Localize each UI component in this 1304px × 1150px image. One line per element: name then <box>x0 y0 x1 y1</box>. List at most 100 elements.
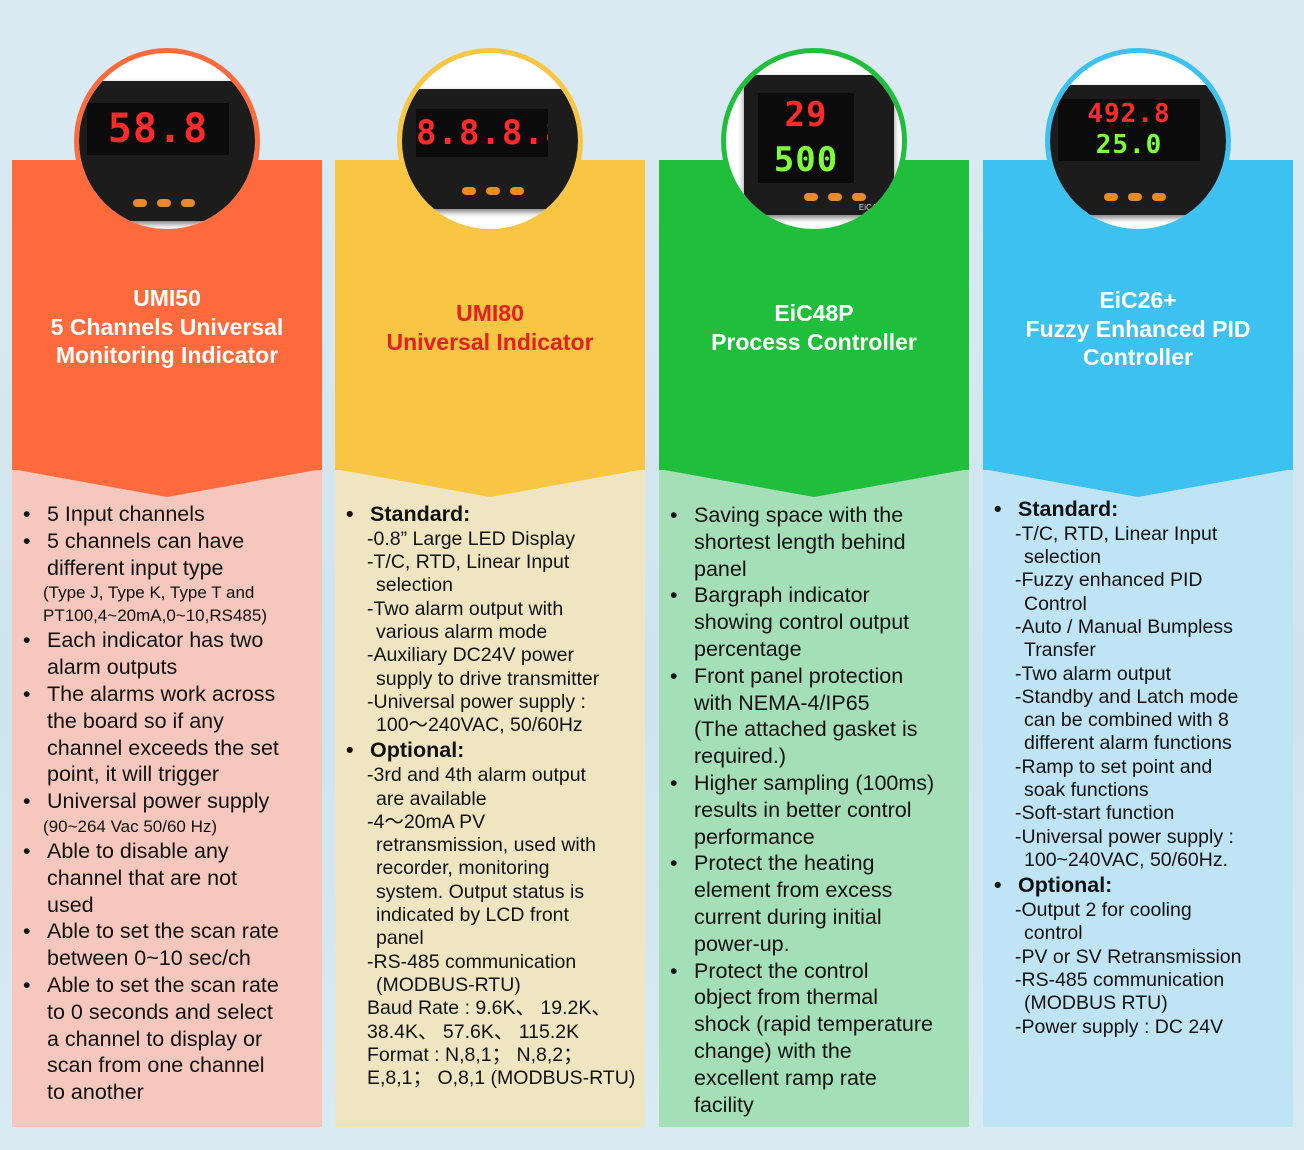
feature-item: •Optional: <box>335 737 645 764</box>
bullet-icon: • <box>670 770 678 795</box>
card-body <box>335 470 645 1127</box>
device-button <box>157 199 171 207</box>
feature-text: Baud Rate : 9.6K、 19.2K、 <box>367 997 611 1020</box>
feature-text: -3rd and 4th alarm output <box>367 764 586 787</box>
feature-text: Each indicator has two <box>47 628 264 653</box>
display-value: 8.8.8.8.8 <box>416 113 548 153</box>
feature-text: Protect the control <box>694 958 869 983</box>
feature-text: 38.4K、 57.6K、 115.2K <box>367 1020 580 1043</box>
feature-text: 5 Input channels <box>47 502 205 526</box>
device-model-label: UMI80 <box>556 197 580 206</box>
feature-text: required.) <box>694 744 787 769</box>
feature-text: retransmission, used with <box>376 834 597 857</box>
feature-text: to another <box>47 1080 144 1105</box>
feature-item: -Power supply : DC 24V <box>983 1016 1293 1039</box>
feature-text: E,8,1； O,8,1 (MODBUS-RTU) <box>367 1067 636 1090</box>
feature-text: Front panel protection <box>694 663 904 688</box>
product-name: Monitoring Indicator <box>55 342 279 368</box>
bullet-icon: • <box>23 972 31 997</box>
feature-text: between 0~10 sec/ch <box>47 946 251 971</box>
feature-item: -Two alarm output <box>983 663 1293 686</box>
product-image: 8.8.8.8.8 UMI80 <box>397 48 583 234</box>
feature-text: The alarms work across <box>47 681 276 706</box>
bullet-icon: • <box>670 958 678 983</box>
device-illustration: 492.8 25.0 EiC26+ <box>1050 85 1226 215</box>
feature-text: -0.8” Large LED Display <box>367 527 576 550</box>
device-display: 58.8 <box>87 103 229 155</box>
card-body <box>12 470 322 1127</box>
feature-text: indicated by LCD front <box>376 904 569 927</box>
feature-text: -Output 2 for cooling <box>1015 899 1192 922</box>
feature-text: (MODBUS-RTU) <box>376 973 521 996</box>
feature-text: (MODBUS RTU) <box>1024 992 1168 1015</box>
device-illustration: 29 500 EiC48P <box>744 75 894 215</box>
feature-text: selection <box>1024 546 1101 569</box>
feature-text: -4～20mA PV <box>367 810 486 833</box>
product-model: EiC48P <box>774 300 854 326</box>
product-image: 492.8 25.0 EiC26+ <box>1045 48 1231 234</box>
feature-text: soak functions <box>1024 779 1149 802</box>
feature-text: Control <box>1024 592 1087 615</box>
feature-text: various alarm mode <box>376 620 548 643</box>
feature-text: system. Output status is <box>376 880 585 903</box>
feature-text: -T/C, RTD, Linear Input <box>1015 522 1218 545</box>
feature-item: •Standard: <box>983 496 1293 523</box>
bullet-icon: • <box>346 502 354 526</box>
feature-text: scan from one channel <box>47 1053 265 1078</box>
product-name: 5 Channels Universal <box>50 313 284 340</box>
product-model: EiC26+ <box>1099 287 1177 313</box>
device-button <box>804 193 818 201</box>
display-value: 492.8 <box>1087 99 1171 129</box>
feature-text: -RS-485 communication <box>1015 968 1225 991</box>
feature-text: Protect the heating <box>694 851 875 876</box>
feature-text: supply to drive transmitter <box>376 667 600 690</box>
feature-text: selection <box>376 574 453 597</box>
device-button <box>1104 193 1118 201</box>
display-value-2: 500 <box>773 140 839 180</box>
feature-text: -T/C, RTD, Linear Input <box>367 551 570 574</box>
device-model-label: EiC48P <box>858 203 886 212</box>
feature-text: current during initial <box>694 904 882 929</box>
feature-text: Standard: <box>370 502 471 526</box>
feature-text: 5 channels can have <box>47 528 245 553</box>
device-button <box>510 187 524 195</box>
feature-item: -PV or SV Retransmission <box>983 946 1293 969</box>
product-image: 29 500 EiC48P <box>721 48 907 234</box>
feature-text: alarm outputs <box>47 655 178 680</box>
bullet-icon: • <box>670 663 678 688</box>
feature-text: used <box>47 892 94 917</box>
bullet-icon: • <box>23 528 31 553</box>
feature-text: results in better control <box>694 797 912 822</box>
feature-text: channel exceeds the set <box>47 735 279 760</box>
feature-text: object from thermal <box>694 985 879 1010</box>
product-card-eic26plus: 492.8 25.0 EiC26+ EiC26+Fuzzy Enhanced P… <box>983 0 1293 1127</box>
feature-text: element from excess <box>694 878 893 903</box>
feature-text: are available <box>376 787 487 810</box>
feature-text: different input type <box>47 555 224 580</box>
device-display: 8.8.8.8.8 <box>416 109 548 157</box>
bullet-icon: • <box>23 838 31 863</box>
product-model: UMI80 <box>456 300 524 326</box>
feature-item: •5 Input channels <box>12 501 322 528</box>
feature-text: excellent ramp rate <box>694 1065 877 1090</box>
feature-text: different alarm functions <box>1024 732 1232 755</box>
feature-text: -Fuzzy enhanced PID <box>1015 569 1203 592</box>
device-button <box>852 193 866 201</box>
feature-text: (The attached gasket is <box>694 717 918 742</box>
feature-text: shock (rapid temperature <box>694 1012 933 1037</box>
feature-item: •Higher sampling (100ms)results in bette… <box>659 770 969 850</box>
device-display: 492.8 25.0 <box>1058 99 1200 161</box>
bullet-icon: • <box>346 738 354 763</box>
feature-text: Standard: <box>1018 497 1119 521</box>
